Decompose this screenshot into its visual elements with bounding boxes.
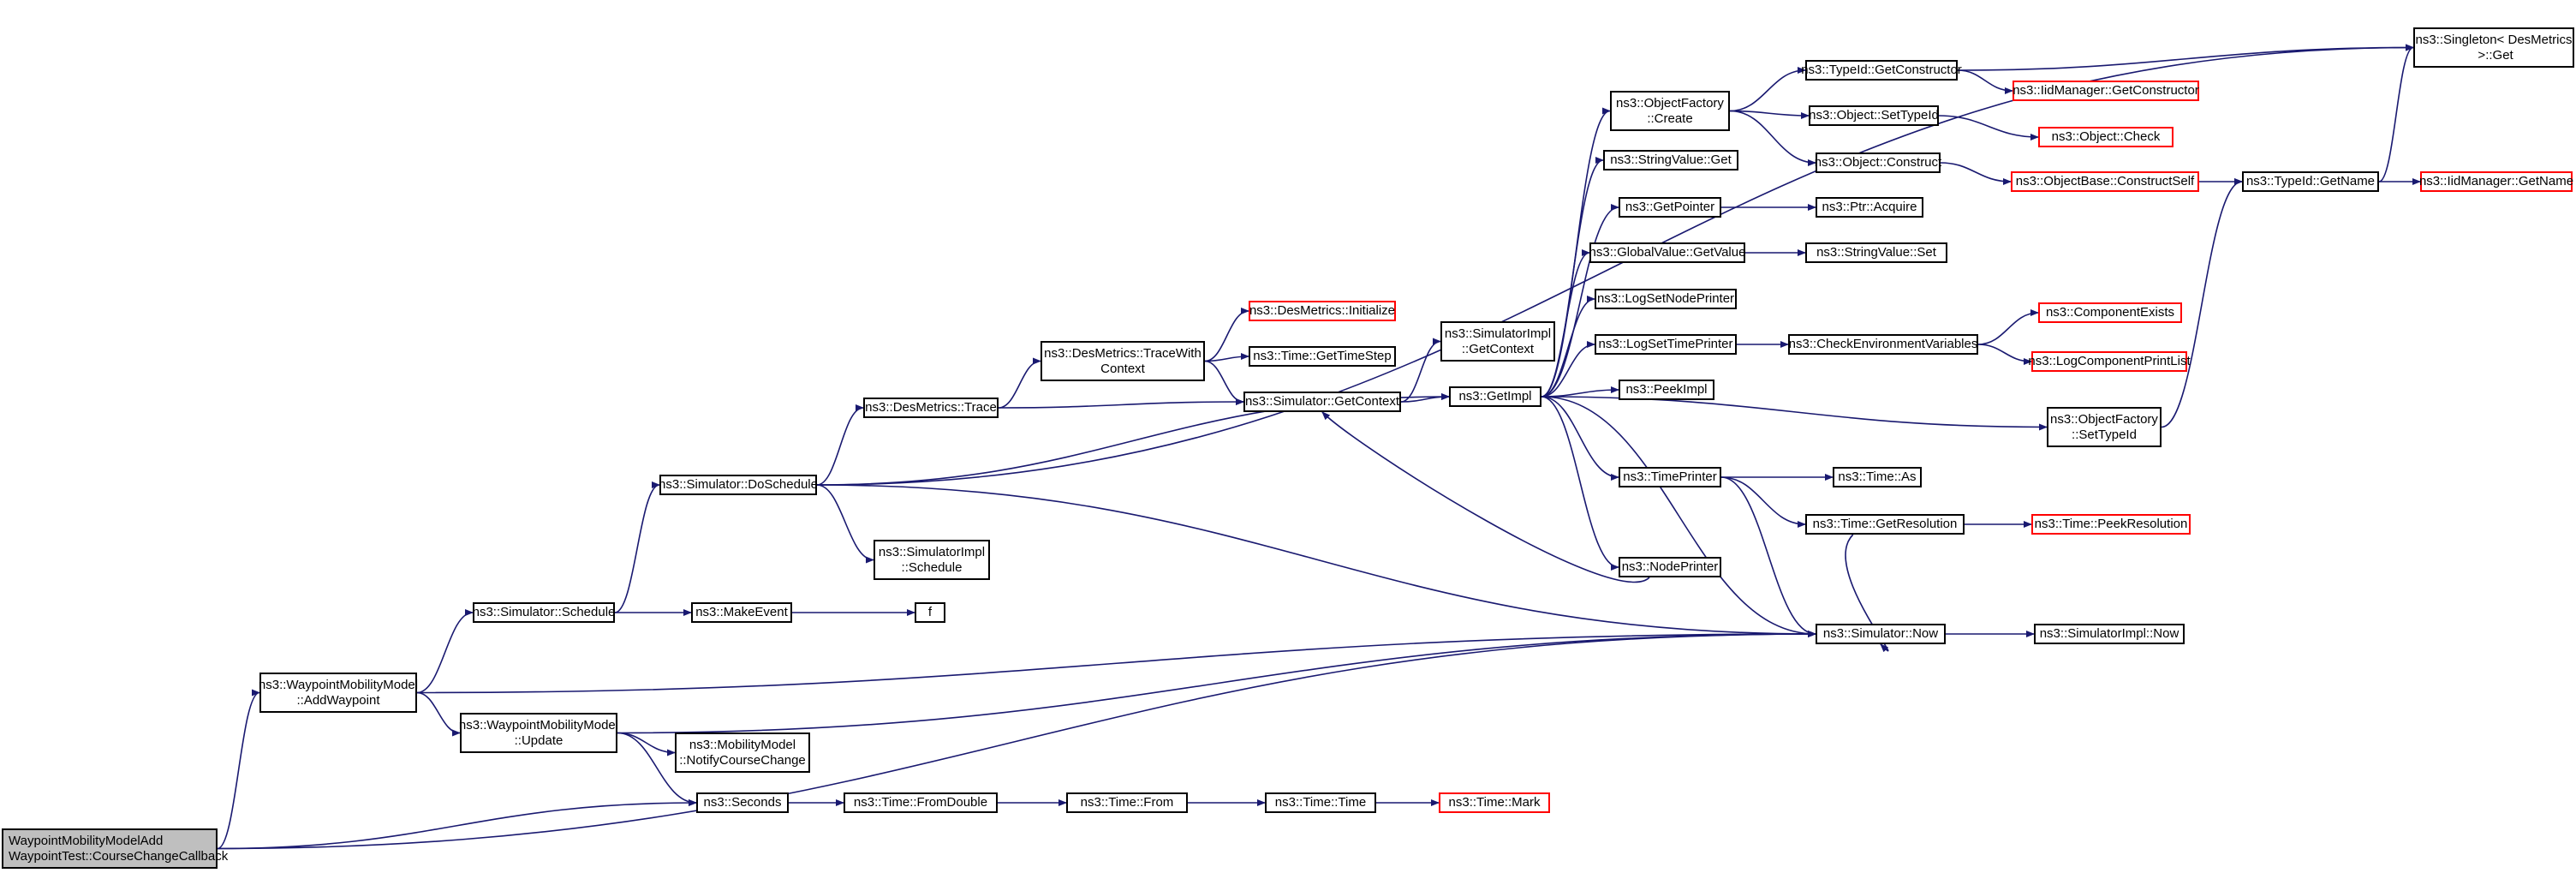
edge-timeprinter-to-getres — [1720, 476, 1806, 528]
node-strvalset[interactable]: ns3::StringValue::Set — [1805, 242, 1947, 263]
edge-getimpl-to-logtimeprinter — [1541, 341, 1595, 398]
edge-objsettypeid-to-objcheck — [1938, 115, 2039, 141]
node-logtimeprinter[interactable]: ns3::LogSetTimePrinter — [1595, 334, 1737, 355]
edge-addwp-to-sched — [416, 609, 474, 694]
edge-trace-to-tracewc — [998, 357, 1041, 409]
node-typeidgetctor[interactable]: ns3::TypeId::GetConstructor — [1801, 60, 1962, 81]
edge-dosched-to-singleton — [816, 44, 2414, 486]
node-addwp[interactable]: ns3::WaypointMobilityModel ::AddWaypoint — [259, 673, 418, 713]
node-peekimpl[interactable]: ns3::PeekImpl — [1619, 380, 1714, 400]
node-getimpl[interactable]: ns3::GetImpl — [1449, 386, 1541, 407]
node-dminit[interactable]: ns3::DesMetrics::Initialize — [1249, 301, 1396, 321]
edge-checkenv-to-logcomplist — [1977, 344, 2032, 365]
node-update[interactable]: ns3::WaypointMobilityModel ::Update — [459, 713, 618, 753]
node-timeprinter[interactable]: ns3::TimePrinter — [1619, 467, 1721, 487]
node-timeas[interactable]: ns3::Time::As — [1833, 467, 1922, 487]
edge-dosched-to-now — [816, 484, 1816, 637]
node-compexists[interactable]: ns3::ComponentExists — [2038, 302, 2182, 323]
node-strvalget[interactable]: ns3::StringValue::Get — [1603, 150, 1738, 170]
node-simimplgetctx[interactable]: ns3::SimulatorImpl ::GetContext — [1440, 321, 1555, 362]
edge-checkenv-to-compexists — [1977, 309, 2039, 345]
node-constructself[interactable]: ns3::ObjectBase::ConstructSelf — [2011, 171, 2199, 192]
edge-nodeprinter-to-getcontext — [1321, 411, 1650, 583]
node-objcheck[interactable]: ns3::Object::Check — [2038, 127, 2174, 147]
edge-root-to-addwp — [217, 689, 260, 850]
node-mobnotify[interactable]: ns3::MobilityModel ::NotifyCourseChange — [675, 732, 810, 773]
edge-dosched-to-simimplsched — [816, 484, 874, 564]
node-simimplsched[interactable]: ns3::SimulatorImpl ::Schedule — [874, 540, 990, 580]
edge-root-to-now — [217, 631, 1816, 850]
node-getpointer[interactable]: ns3::GetPointer — [1619, 197, 1721, 218]
node-objconstruct[interactable]: ns3::Object::Construct — [1815, 152, 1941, 173]
edge-addwp-to-update — [416, 691, 461, 737]
node-timetime[interactable]: ns3::Time::Time — [1265, 792, 1376, 813]
edge-getimpl-to-objfactsettypeid — [1541, 396, 2048, 431]
edge-root-to-seconds — [217, 799, 697, 850]
edge-getimpl-to-timeprinter — [1541, 396, 1619, 481]
edge-update-to-mobnotify — [617, 732, 676, 756]
node-simimplnow[interactable]: ns3::SimulatorImpl::Now — [2034, 624, 2185, 644]
node-objsettypeid[interactable]: ns3::Object::SetTypeId — [1809, 105, 1939, 126]
node-dosched[interactable]: ns3::Simulator::DoSchedule — [659, 475, 818, 495]
node-peekres[interactable]: ns3::Time::PeekResolution — [2031, 514, 2191, 535]
edge-objfactcreate-to-objconstruct — [1729, 110, 1816, 166]
edge-objfactcreate-to-typeidgetctor — [1729, 67, 1806, 112]
node-getcontext[interactable]: ns3::Simulator::GetContext — [1243, 392, 1401, 412]
edge-getimpl-to-nodeprinter — [1541, 396, 1619, 571]
edge-typeidgetname-to-singleton — [2378, 44, 2414, 182]
node-checkenv[interactable]: ns3::CheckEnvironmentVariables — [1788, 334, 1978, 355]
node-objfactcreate[interactable]: ns3::ObjectFactory ::Create — [1610, 91, 1730, 131]
node-now[interactable]: ns3::Simulator::Now — [1816, 624, 1946, 644]
node-logcomplist[interactable]: ns3::LogComponentPrintList — [2028, 351, 2191, 372]
edge-getimpl-to-globalget — [1541, 249, 1590, 398]
node-gettimestep[interactable]: ns3::Time::GetTimeStep — [1249, 346, 1396, 367]
edge-getimpl-to-lognodeprinter — [1541, 296, 1595, 398]
node-globalget[interactable]: ns3::GlobalValue::GetValue — [1589, 242, 1745, 263]
edge-objfactcreate-to-objsettypeid — [1729, 110, 1810, 119]
edge-layer — [217, 44, 2421, 850]
edge-objconstruct-to-constructself — [1940, 162, 2012, 185]
node-tracewc[interactable]: ns3::DesMetrics::TraceWith Context — [1041, 341, 1205, 381]
node-nodeprinter[interactable]: ns3::NodePrinter — [1619, 557, 1721, 577]
edge-typeidgetctor-to-iidgetctor — [1957, 69, 2013, 94]
node-objfactsettypeid[interactable]: ns3::ObjectFactory ::SetTypeId — [2047, 407, 2162, 447]
node-sched[interactable]: ns3::Simulator::Schedule — [473, 602, 615, 623]
edge-sched-to-dosched — [614, 481, 660, 613]
edge-update-to-seconds — [617, 732, 697, 806]
edge-objfactsettypeid-to-typeidgetname — [2161, 178, 2243, 428]
node-trace[interactable]: ns3::DesMetrics::Trace — [863, 398, 999, 418]
edge-getimpl-to-peekimpl — [1541, 386, 1619, 398]
node-singleton[interactable]: ns3::Singleton< DesMetrics >::Get — [2413, 27, 2574, 68]
edge-typeidgetctor-to-singleton — [1957, 44, 2414, 71]
node-f[interactable]: f — [915, 602, 945, 623]
node-lognodeprinter[interactable]: ns3::LogSetNodePrinter — [1595, 289, 1737, 309]
edge-tracewc-to-dminit — [1204, 308, 1249, 362]
edge-timeprinter-to-now — [1720, 476, 1816, 637]
node-getres[interactable]: ns3::Time::GetResolution — [1805, 514, 1965, 535]
node-root: WaypointMobilityModelAdd WaypointTest::C… — [2, 828, 228, 869]
edge-trace-to-getcontext — [998, 398, 1244, 409]
node-from[interactable]: ns3::Time::From — [1066, 792, 1188, 813]
edge-update-to-now — [617, 631, 1816, 734]
edge-getcontext-to-simimplgetctx — [1400, 338, 1441, 403]
edge-dosched-to-trace — [816, 404, 864, 486]
edge-getcontext-to-getimpl — [1400, 393, 1450, 403]
edge-addwp-to-now — [416, 631, 1816, 694]
edge-getres-to-now — [1845, 534, 1889, 653]
edge-tracewc-to-gettimestep — [1204, 353, 1249, 362]
edge-tracewc-to-getcontext — [1204, 360, 1244, 405]
node-iidgetname[interactable]: ns3::IidManager::GetName — [2419, 171, 2573, 192]
edge-getimpl-to-now — [1541, 396, 1816, 637]
node-iidgetctor[interactable]: ns3::IidManager::GetConstructor — [2012, 81, 2199, 101]
node-mark[interactable]: ns3::Time::Mark — [1439, 792, 1550, 813]
node-seconds[interactable]: ns3::Seconds — [696, 792, 789, 813]
node-ptracquire[interactable]: ns3::Ptr::Acquire — [1816, 197, 1923, 218]
node-fromdouble[interactable]: ns3::Time::FromDouble — [844, 792, 998, 813]
node-typeidgetname[interactable]: ns3::TypeId::GetName — [2242, 171, 2379, 192]
node-makeevent[interactable]: ns3::MakeEvent — [691, 602, 792, 623]
